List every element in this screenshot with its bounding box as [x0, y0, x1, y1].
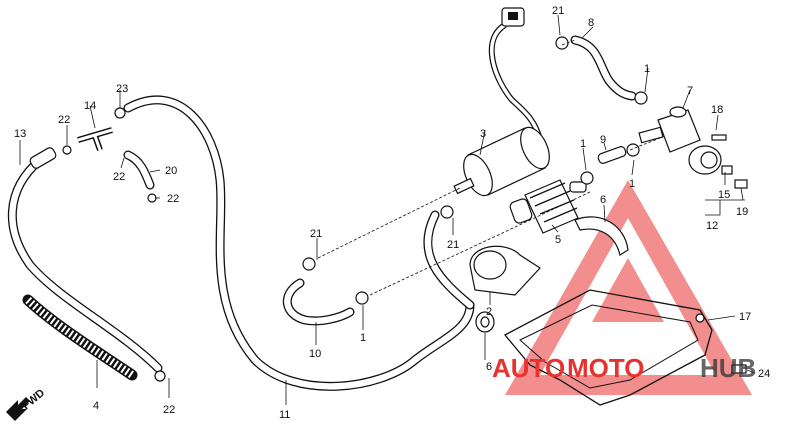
- strap-6: [574, 216, 629, 256]
- callout-1-a: 1: [360, 332, 366, 344]
- callout-20: 20: [165, 165, 177, 177]
- callout-21-c: 21: [552, 5, 564, 17]
- fwd-label: FWD: [20, 387, 47, 412]
- watermark-text: AUTO MOTO HUB: [492, 353, 756, 383]
- callout-8: 8: [588, 17, 594, 29]
- callout-21-a: 21: [310, 228, 322, 240]
- wire-harness: [488, 7, 543, 141]
- hose-20: [123, 150, 155, 190]
- callout-1-b: 1: [644, 63, 650, 75]
- callout-12: 12: [706, 220, 718, 232]
- fuel-filter-5: [509, 179, 587, 234]
- callout-21-b: 21: [447, 239, 459, 251]
- watermark-logo: [505, 180, 752, 395]
- clamps: [62, 36, 747, 382]
- callout-14: 14: [84, 100, 96, 112]
- watermark-auto: AUTO: [492, 353, 565, 383]
- grommet-6: [475, 311, 495, 333]
- fwd-arrow: FWD: [6, 387, 47, 421]
- callout-22-b: 22: [113, 171, 125, 183]
- callout-24: 24: [758, 368, 770, 380]
- bracket-17: [503, 289, 713, 406]
- tee-fitting-14: [77, 127, 113, 152]
- callout-5: 5: [555, 234, 561, 246]
- corrugated-tube-4: [22, 294, 138, 381]
- hose-11: [123, 95, 475, 391]
- hose-13: [7, 147, 163, 373]
- hose-10: [282, 278, 355, 326]
- callout-labels: 13 22 14 23 22 20 22 4 22 11 10 21 1 21 …: [14, 5, 770, 421]
- valve-7: [638, 106, 701, 153]
- callout-23: 23: [116, 83, 128, 95]
- callout-17: 17: [739, 311, 751, 323]
- callout-11: 11: [279, 409, 290, 421]
- leader-lines: [19, 14, 756, 405]
- callout-13: 13: [14, 128, 26, 140]
- callout-6-b: 6: [486, 361, 492, 373]
- callout-6-a: 6: [600, 194, 606, 206]
- fuel-pump-3: [453, 126, 550, 197]
- callout-22-d: 22: [163, 404, 175, 416]
- callout-1-d: 1: [629, 178, 635, 190]
- alignment-lines: [317, 39, 661, 296]
- pump-mount-2: [469, 245, 541, 296]
- callout-10: 10: [309, 348, 321, 360]
- hose-inner-link: [423, 210, 475, 310]
- callout-2: 2: [486, 306, 492, 318]
- callout-4: 4: [93, 400, 99, 412]
- callout-9: 9: [600, 134, 606, 146]
- callout-7: 7: [687, 85, 693, 97]
- callout-19: 19: [736, 206, 748, 218]
- sensor-12: [688, 145, 748, 189]
- callout-1-c: 1: [580, 138, 586, 150]
- watermark-hub: HUB: [700, 353, 756, 383]
- callout-22-a: 22: [58, 114, 70, 126]
- callout-3: 3: [480, 128, 486, 140]
- callout-22-c: 22: [167, 193, 179, 205]
- watermark-moto: MOTO: [567, 353, 645, 383]
- hose-8: [570, 35, 637, 101]
- callout-15: 15: [718, 189, 730, 201]
- pipe-9: [597, 146, 627, 164]
- callout-18: 18: [711, 104, 723, 116]
